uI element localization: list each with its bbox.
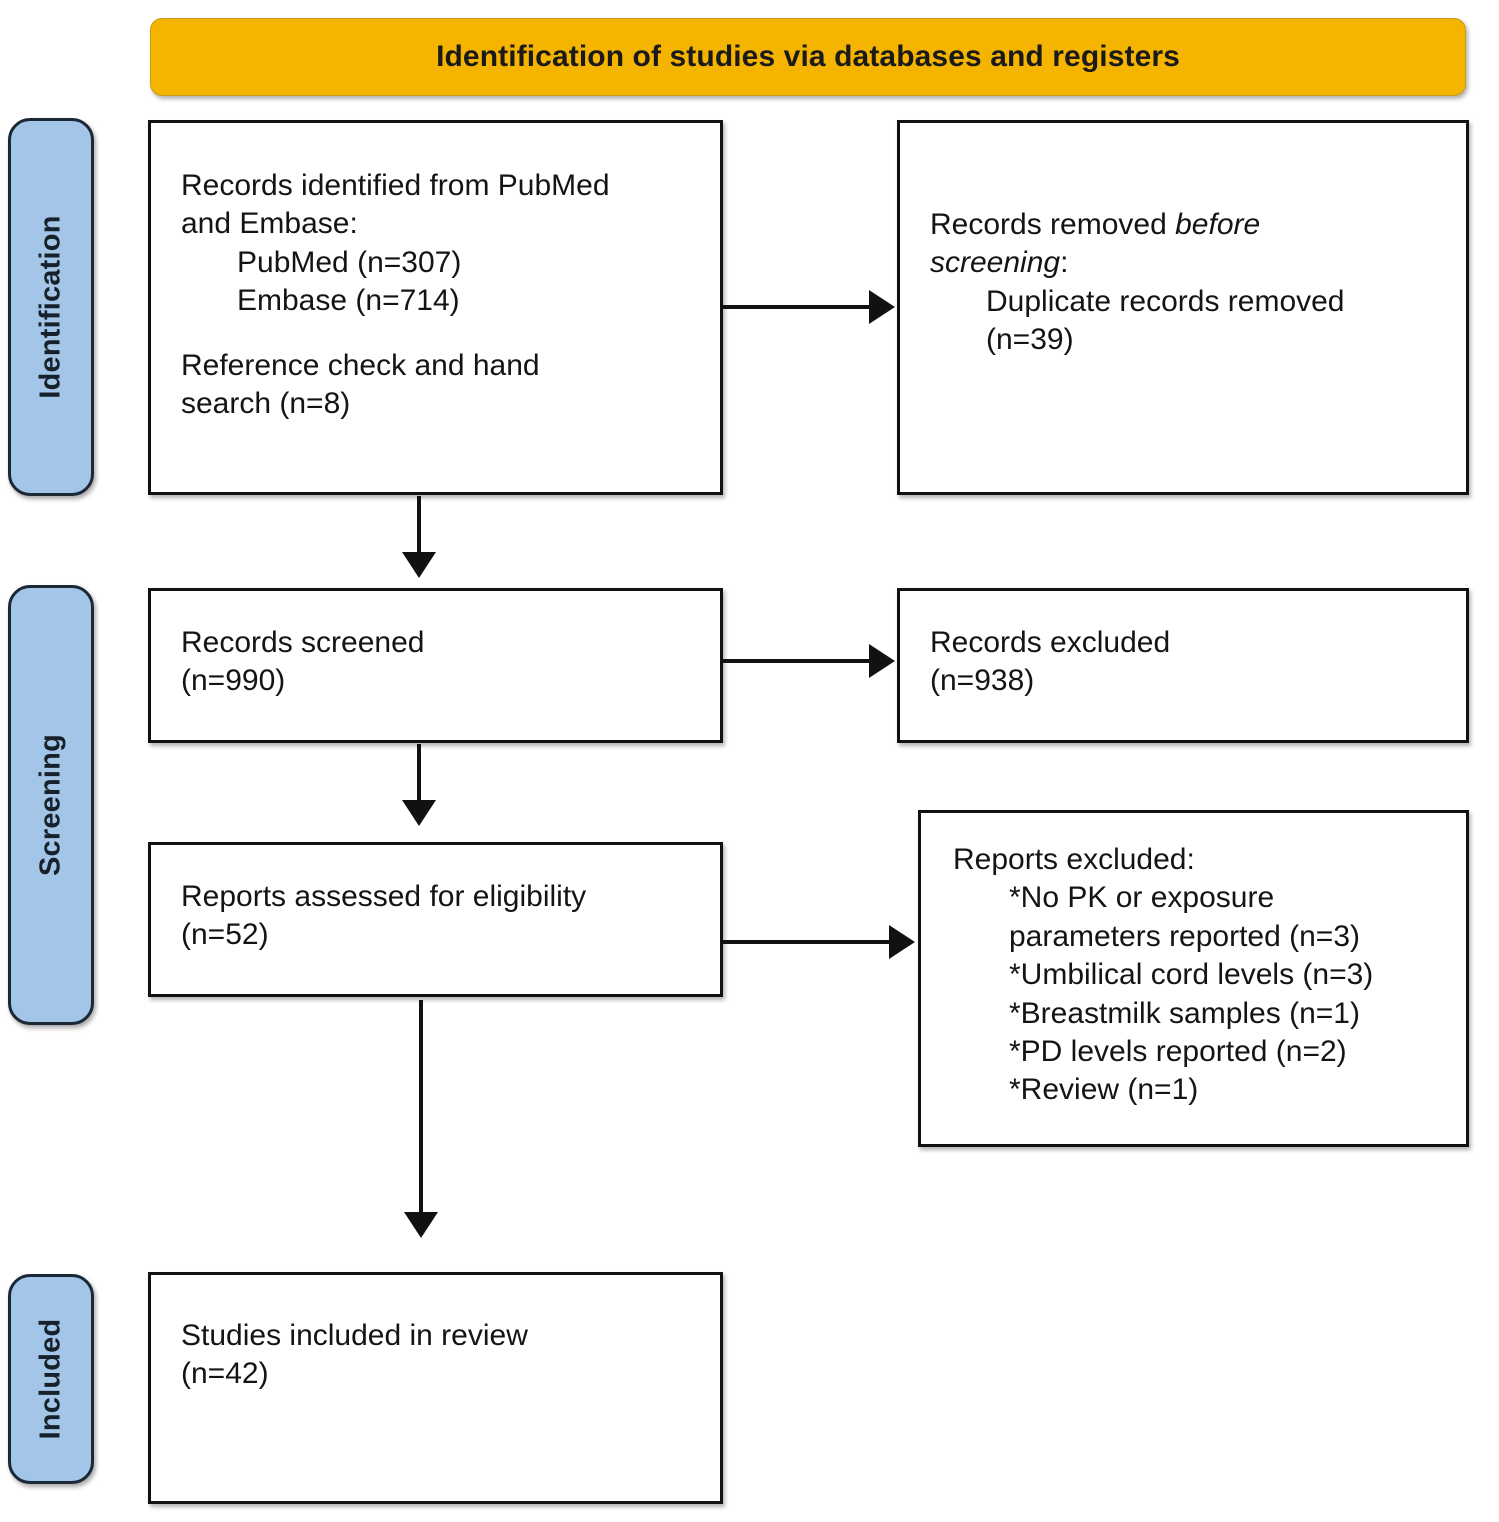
box-reports-assessed-eligibility: Reports assessed for eligibility (n=52) — [148, 842, 723, 997]
reports-excluded-item-2: *Umbilical cord levels (n=3) — [1009, 958, 1374, 992]
box-records-identified: Records identified from PubMed and Embas… — [148, 120, 723, 495]
box-records-excluded: Records excluded (n=938) — [897, 588, 1469, 743]
stage-label-screening-text: Screening — [34, 733, 67, 877]
records-screened-label: Records screened — [181, 626, 425, 659]
box-records-removed: Records removed before screening: Duplic… — [897, 120, 1469, 495]
records-removed-italic-screening: screening — [930, 246, 1061, 280]
reports-assessed-label: Reports assessed for eligibility — [181, 880, 587, 913]
box-records-removed-text: Records removed before screening: Duplic… — [930, 206, 1448, 360]
arrow-right-icon-identified-to-removed — [869, 290, 895, 324]
stage-label-screening: Screening — [8, 585, 94, 1025]
stage-label-identification-text: Identification — [34, 215, 67, 399]
records-identified-spacer — [181, 321, 702, 347]
arrow-down-icon-screened-to-eligibility — [402, 800, 436, 826]
records-identified-line3: Reference check and hand — [181, 348, 540, 382]
reports-excluded-item-0: *No PK or exposure — [1009, 881, 1275, 915]
arrow-right-icon-eligibility-to-reports-excluded — [889, 925, 915, 959]
records-identified-line2: and Embase: — [181, 207, 358, 241]
diagram-title: Identification of studies via databases … — [436, 40, 1180, 73]
box-studies-included: Studies included in review (n=42) — [148, 1272, 723, 1504]
records-identified-line1: Records identified from PubMed — [181, 169, 610, 202]
box-reports-excluded: Reports excluded: *No PK or exposure par… — [918, 810, 1469, 1147]
box-records-identified-text: Records identified from PubMed and Embas… — [181, 167, 702, 423]
records-identified-line4: search (n=8) — [181, 386, 351, 420]
records-removed-italic-before: before — [1175, 208, 1261, 241]
box-reports-assessed-text: Reports assessed for eligibility (n=52) — [181, 878, 702, 955]
reports-excluded-item-4: *PD levels reported (n=2) — [1009, 1034, 1347, 1068]
connector-eligibility-to-included-line — [419, 1000, 423, 1216]
box-reports-excluded-text: Reports excluded: *No PK or exposure par… — [953, 841, 1448, 1110]
box-studies-included-text: Studies included in review (n=42) — [181, 1317, 702, 1394]
records-excluded-count: (n=938) — [930, 664, 1035, 698]
reports-assessed-count: (n=52) — [181, 918, 269, 952]
records-identified-embase: Embase (n=714) — [237, 284, 460, 318]
diagram-header-banner: Identification of studies via databases … — [150, 18, 1466, 96]
connector-screened-to-eligibility-line — [417, 744, 421, 806]
connector-screened-to-excluded-line — [723, 659, 873, 663]
box-records-screened-text: Records screened (n=990) — [181, 624, 702, 701]
reports-excluded-item-5: *Review (n=1) — [1009, 1073, 1199, 1107]
arrow-down-icon-eligibility-to-included — [404, 1212, 438, 1238]
connector-identified-to-removed-line — [723, 305, 873, 309]
records-identified-pubmed: PubMed (n=307) — [237, 245, 462, 279]
arrow-right-icon-screened-to-excluded — [869, 644, 895, 678]
studies-included-count: (n=42) — [181, 1357, 269, 1391]
connector-identified-to-screened-line — [417, 496, 421, 558]
records-removed-colon: : — [1060, 246, 1069, 280]
box-records-screened: Records screened (n=990) — [148, 588, 723, 743]
reports-excluded-heading: Reports excluded: — [953, 843, 1195, 876]
arrow-down-icon-identified-to-screened — [402, 552, 436, 578]
stage-label-included: Included — [8, 1274, 94, 1484]
connector-eligibility-to-reports-excluded-line — [723, 940, 893, 944]
records-removed-lead: Records removed — [930, 208, 1176, 241]
records-excluded-label: Records excluded — [930, 626, 1171, 659]
stage-label-identification: Identification — [8, 118, 94, 496]
reports-excluded-item-3: *Breastmilk samples (n=1) — [1009, 996, 1360, 1030]
stage-label-included-text: Included — [34, 1318, 67, 1440]
records-screened-count: (n=990) — [181, 664, 286, 698]
records-removed-duplicates: Duplicate records removed — [986, 284, 1345, 318]
records-removed-duplicates-count: (n=39) — [986, 323, 1074, 357]
reports-excluded-item-1: parameters reported (n=3) — [1009, 919, 1361, 953]
studies-included-label: Studies included in review — [181, 1319, 528, 1352]
box-records-excluded-text: Records excluded (n=938) — [930, 624, 1448, 701]
